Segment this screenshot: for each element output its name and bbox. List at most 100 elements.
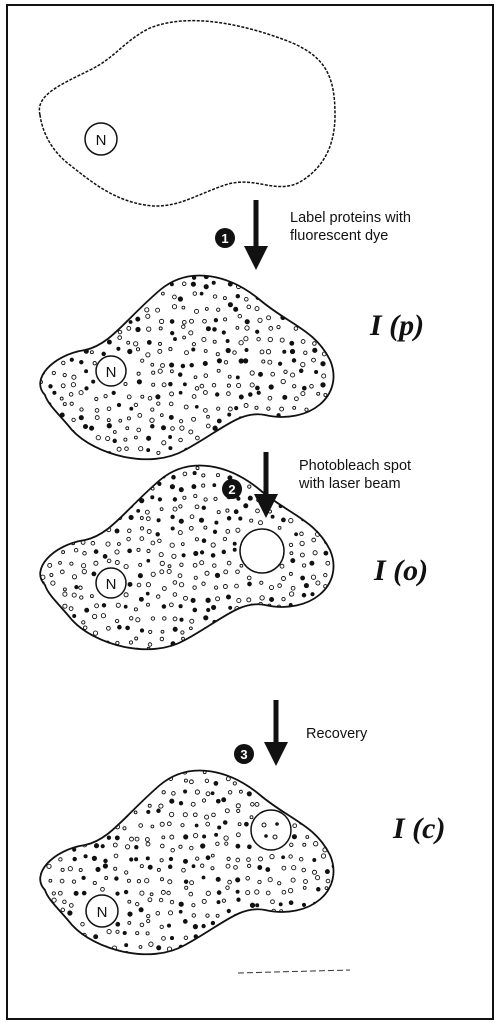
protein-dot (35, 415, 39, 419)
protein-dot (158, 959, 162, 963)
protein-dot (282, 287, 286, 291)
protein-dot (236, 294, 240, 298)
protein-dot (179, 488, 183, 492)
protein-dot (235, 457, 239, 461)
protein-dot (84, 855, 87, 858)
protein-dot (129, 321, 132, 324)
protein-dot (170, 485, 174, 489)
protein-dot (70, 450, 73, 453)
protein-dot (74, 834, 77, 837)
protein-dot (73, 848, 76, 851)
protein-dot (104, 273, 108, 277)
protein-dot (324, 831, 328, 835)
protein-dot (258, 946, 261, 949)
protein-dot (215, 958, 218, 961)
protein-dot (292, 835, 296, 839)
protein-dot (151, 496, 154, 499)
protein-dot (337, 508, 341, 512)
protein-dot (255, 463, 259, 467)
protein-dot (332, 270, 336, 274)
protein-dot (114, 317, 118, 321)
protein-dot (46, 326, 50, 330)
protein-dot (39, 898, 42, 901)
protein-dot (73, 283, 76, 286)
protein-dot (51, 425, 54, 428)
protein-dot (48, 275, 51, 278)
protein-dot (217, 419, 221, 423)
protein-dot (316, 517, 319, 520)
protein-dot (62, 620, 66, 624)
protein-dot (117, 347, 120, 350)
protein-dot (47, 639, 51, 643)
protein-dot (335, 287, 339, 291)
protein-dot (72, 304, 76, 308)
protein-dot (49, 439, 53, 443)
protein-dot (250, 903, 254, 907)
protein-dot (106, 650, 109, 653)
protein-dot (39, 832, 42, 835)
protein-dot (35, 529, 39, 533)
protein-dot (107, 424, 111, 428)
protein-dot (323, 342, 327, 346)
state-label-bleached: I (o) (373, 554, 428, 587)
protein-dot (214, 781, 218, 785)
protein-dot (294, 946, 297, 949)
protein-dot (266, 637, 269, 640)
protein-dot (258, 865, 262, 869)
protein-dot (146, 592, 149, 595)
protein-dot (271, 617, 275, 621)
protein-dot (278, 769, 282, 773)
protein-dot (83, 307, 87, 311)
protein-dot (338, 500, 341, 503)
protein-dot (325, 430, 329, 434)
protein-dot (338, 427, 342, 431)
protein-dot (334, 548, 338, 552)
protein-dot (304, 649, 308, 653)
protein-dot (226, 639, 230, 643)
protein-dot (238, 440, 242, 444)
protein-dot (281, 518, 285, 522)
protein-dot (302, 802, 306, 806)
protein-dot (84, 813, 87, 816)
protein-dot (214, 319, 217, 322)
protein-dot (304, 790, 307, 793)
protein-dot (180, 618, 183, 621)
protein-dot (292, 615, 295, 618)
protein-dot (321, 649, 325, 653)
protein-dot (310, 629, 314, 633)
protein-dot (244, 955, 248, 959)
protein-dot (91, 824, 95, 828)
protein-dot (256, 648, 260, 652)
protein-dot (277, 919, 281, 923)
protein-dot (216, 271, 219, 274)
protein-dot (215, 521, 218, 524)
protein-dot (84, 329, 87, 332)
protein-dot (258, 935, 261, 938)
protein-dot (226, 595, 230, 599)
protein-dot (222, 435, 225, 438)
cell-outline (39, 21, 335, 206)
protein-dot (72, 822, 75, 825)
protein-dot (272, 270, 276, 274)
protein-dot (94, 834, 97, 837)
protein-dot (213, 435, 217, 439)
protein-dot (63, 835, 67, 839)
protein-dot (139, 908, 143, 912)
protein-dot (57, 283, 61, 287)
protein-dot (40, 779, 43, 782)
protein-dot (214, 767, 218, 771)
protein-dot (62, 438, 65, 441)
protein-dot (247, 636, 251, 640)
protein-dot (258, 372, 262, 376)
protein-dot (233, 954, 236, 957)
protein-dot (39, 520, 43, 524)
protein-dot (299, 922, 303, 926)
protein-dot (95, 458, 98, 461)
protein-dot (281, 425, 285, 429)
protein-dot (199, 518, 203, 522)
protein-dot (48, 931, 52, 935)
protein-dot (245, 320, 249, 324)
protein-dot (235, 406, 238, 409)
protein-dot (51, 314, 55, 318)
protein-dot (46, 598, 50, 602)
